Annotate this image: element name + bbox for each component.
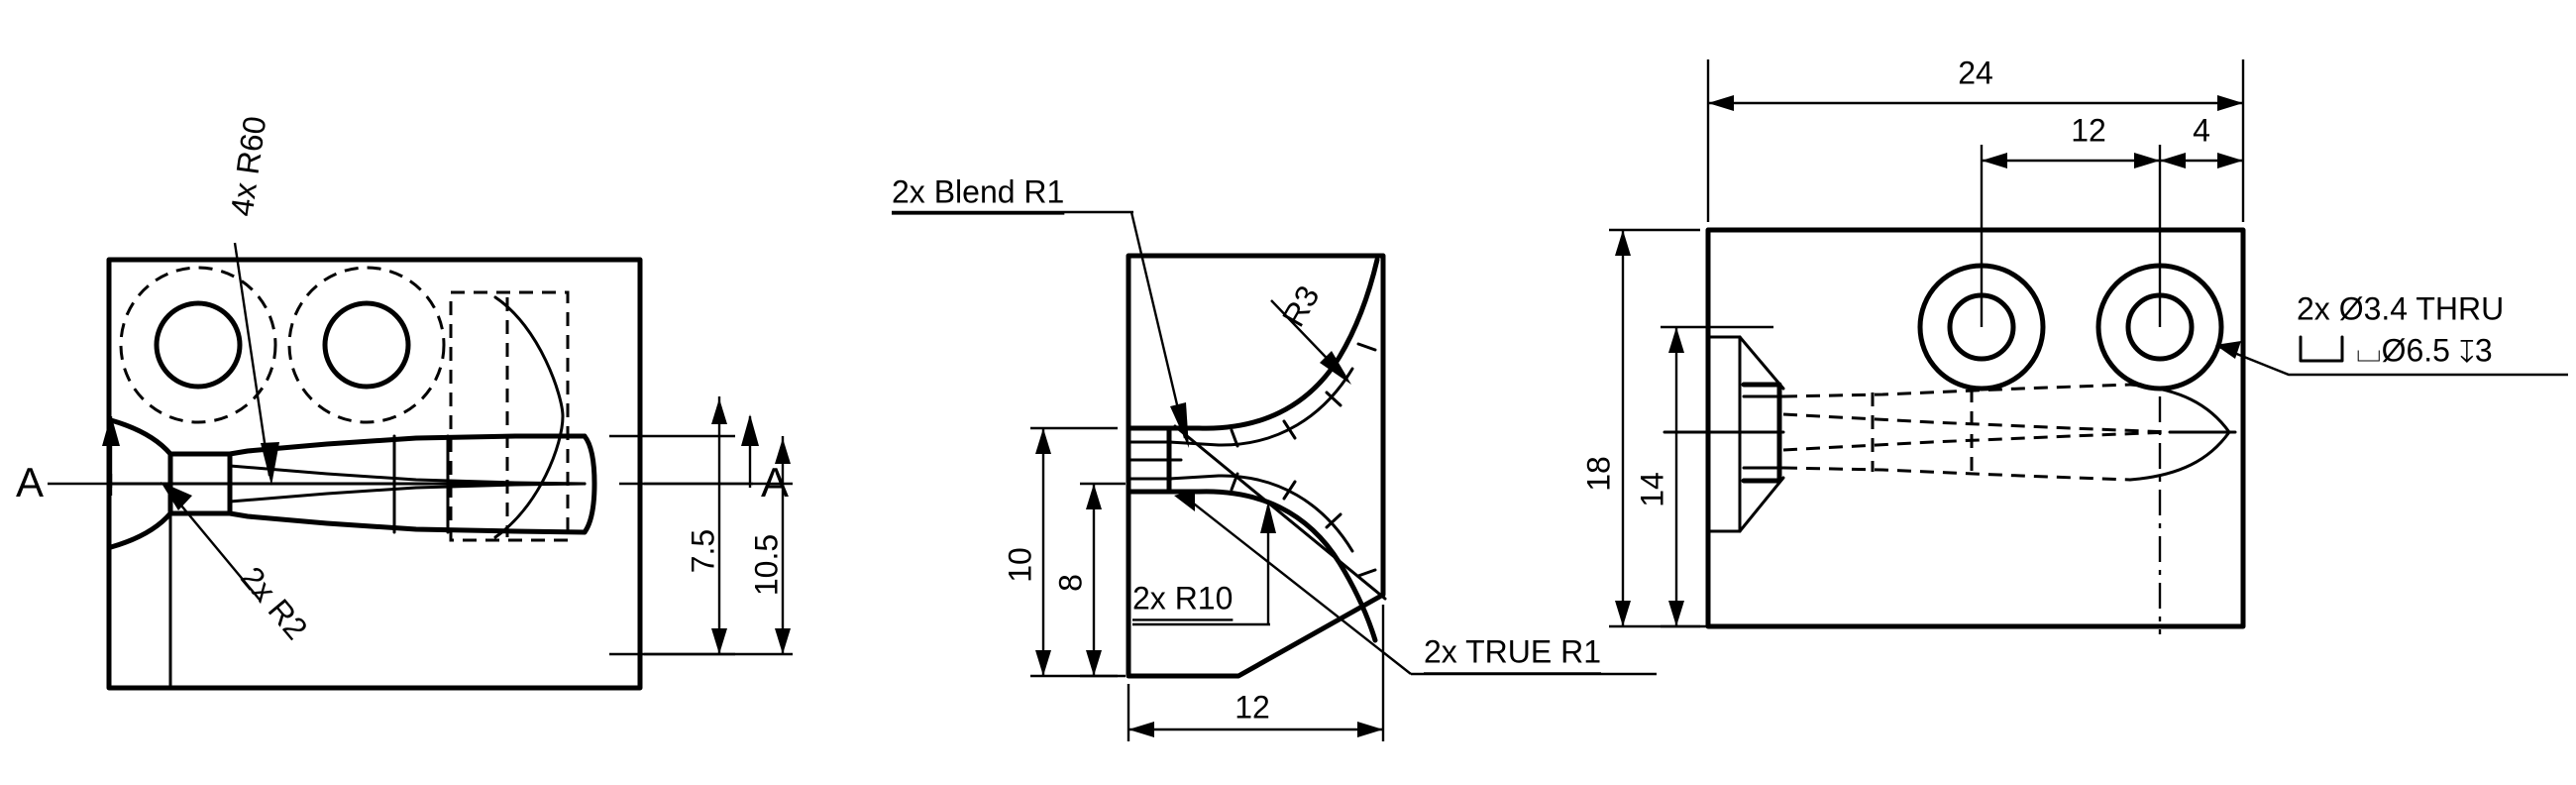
leader-blend-r1: [1129, 211, 1187, 439]
section-letter-right: A: [761, 459, 789, 505]
counterbore-symbol: [2299, 335, 2344, 363]
middle-upper-seg-2: [1282, 419, 1297, 440]
middle-lower-seg-2: [1282, 480, 1297, 501]
dim-value-24: 24: [1958, 55, 1993, 90]
right-hidden-inner-top: [1782, 412, 2171, 434]
leader-true-r1-arrow: [1174, 490, 1195, 511]
right-hidden-taper-bottom: [1782, 466, 2131, 482]
callout-hole-thru: 2x Ø3.4 THRU: [2297, 290, 2504, 326]
callout-2x-r10: 2x R10: [1132, 580, 1233, 616]
leader-r2-arrow: [161, 482, 192, 510]
leader-r60-arrow: [261, 442, 279, 486]
dim-arrow-12r-right: [2134, 153, 2160, 168]
dim-arrow-7-5-bottom: [711, 628, 727, 654]
dim-value-7-5: 7.5: [685, 529, 720, 573]
leader-hole-note-arrow: [2215, 341, 2241, 359]
dim-value-4: 4: [2193, 112, 2210, 148]
right-cone-upper: [1738, 335, 1785, 391]
section-arrow-head-right: [741, 414, 759, 446]
dim-arrow-12-right: [1357, 722, 1383, 737]
dim-arrow-12-left: [1128, 722, 1154, 737]
left-view-outline: [106, 257, 643, 691]
dim-arrow-8-top: [1086, 484, 1102, 509]
dim-arrow-14-top: [1668, 327, 1684, 353]
middle-lower-seg-3: [1325, 512, 1342, 529]
left-cone-throat: [582, 433, 597, 535]
right-hidden-inner-bottom: [1782, 430, 2171, 452]
through-hole-circle-2: [322, 300, 411, 390]
dim-arrow-10-5-bottom: [775, 628, 791, 654]
callout-counterbore-dia: ⌴Ø6.5 ↧3: [2356, 332, 2493, 368]
leader-blend-r1-arrow: [1170, 402, 1189, 448]
dim-arrow-14-bottom: [1668, 601, 1684, 626]
section-arrow-head-left: [102, 414, 120, 446]
leader-r60: [233, 242, 271, 477]
through-hole-circle-1: [154, 300, 243, 390]
right-view-outline: [1705, 227, 2246, 629]
left-cone-hidden-box: [449, 290, 570, 542]
left-pocket-taper-upper: [228, 464, 587, 486]
right-cone-lower: [1738, 476, 1785, 533]
middle-lower-seg-4: [1356, 568, 1377, 578]
section-letter-left: A: [16, 459, 44, 505]
left-cone-profile: [493, 295, 565, 539]
dim-arrow-10-top: [1035, 428, 1051, 454]
leader-true-r1-diag: [1180, 493, 1412, 675]
dim-arrow-24-right: [2217, 95, 2243, 111]
right-hidden-taper-top: [1782, 383, 2131, 398]
middle-upper-blend-outer: [1126, 257, 1380, 431]
counterbore-circle-1: [119, 266, 277, 424]
middle-chamfer-construction: [1173, 424, 1387, 601]
middle-view-outline: [1126, 253, 1386, 679]
middle-upper-blend-inner: [1167, 367, 1354, 447]
callout-2x-blend-r1: 2x Blend R1: [892, 173, 1064, 209]
middle-upper-seg-1: [1230, 428, 1239, 448]
leader-r10-arrow: [1260, 502, 1276, 533]
dim-value-8: 8: [1052, 574, 1088, 592]
dim-value-18: 18: [1580, 456, 1616, 492]
right-blend-lower: [2128, 430, 2231, 482]
left-pocket-upper-edge: [108, 417, 588, 457]
middle-upper-seg-4: [1356, 342, 1377, 352]
dim-arrow-10-5-top: [775, 438, 791, 464]
dim-value-14: 14: [1634, 472, 1669, 507]
dim-value-12-middle: 12: [1234, 689, 1270, 725]
dim-arrow-10-bottom: [1035, 650, 1051, 676]
dim-value-10-5: 10.5: [748, 534, 784, 596]
dim-arrow-18-bottom: [1615, 601, 1631, 626]
dim-value-10: 10: [1002, 547, 1037, 583]
view-middle-section: 2x Blend R1 R3 2x R10 2x TRUE R1 10: [892, 173, 1657, 741]
callout-2x-true-r1: 2x TRUE R1: [1424, 633, 1601, 669]
dim-arrow-7-5-top: [711, 398, 727, 424]
callout-2x-r2: 2x R2: [234, 560, 314, 646]
dim-arrow-12r-left: [1982, 153, 2007, 168]
right-blend-upper: [2128, 383, 2231, 434]
view-left-top: A A 4x R60 2x R2 7.5 10.5: [16, 114, 793, 691]
dim-arrow-24-left: [1708, 95, 1734, 111]
dim-arrow-4-left: [2160, 153, 2186, 168]
leader-hole-note: [2218, 345, 2568, 377]
callout-r3: R3: [1275, 280, 1327, 332]
dim-arrow-18-top: [1615, 230, 1631, 256]
view-right-front: 24 12 4 18 14: [1580, 55, 2568, 634]
dim-arrow-8-bottom: [1086, 650, 1102, 676]
middle-lower-blend-outer: [1126, 489, 1378, 643]
middle-upper-seg-3: [1325, 391, 1342, 407]
dim-value-12-right: 12: [2071, 112, 2106, 148]
dim-arrow-4-right: [2217, 153, 2243, 168]
middle-lower-blend-inner: [1167, 474, 1354, 553]
leader-r3-arrow: [1320, 351, 1351, 385]
callout-4x-r60: 4x R60: [224, 114, 273, 218]
left-pocket-lower-edge: [108, 510, 588, 550]
counterbore-circle-2: [287, 266, 446, 424]
